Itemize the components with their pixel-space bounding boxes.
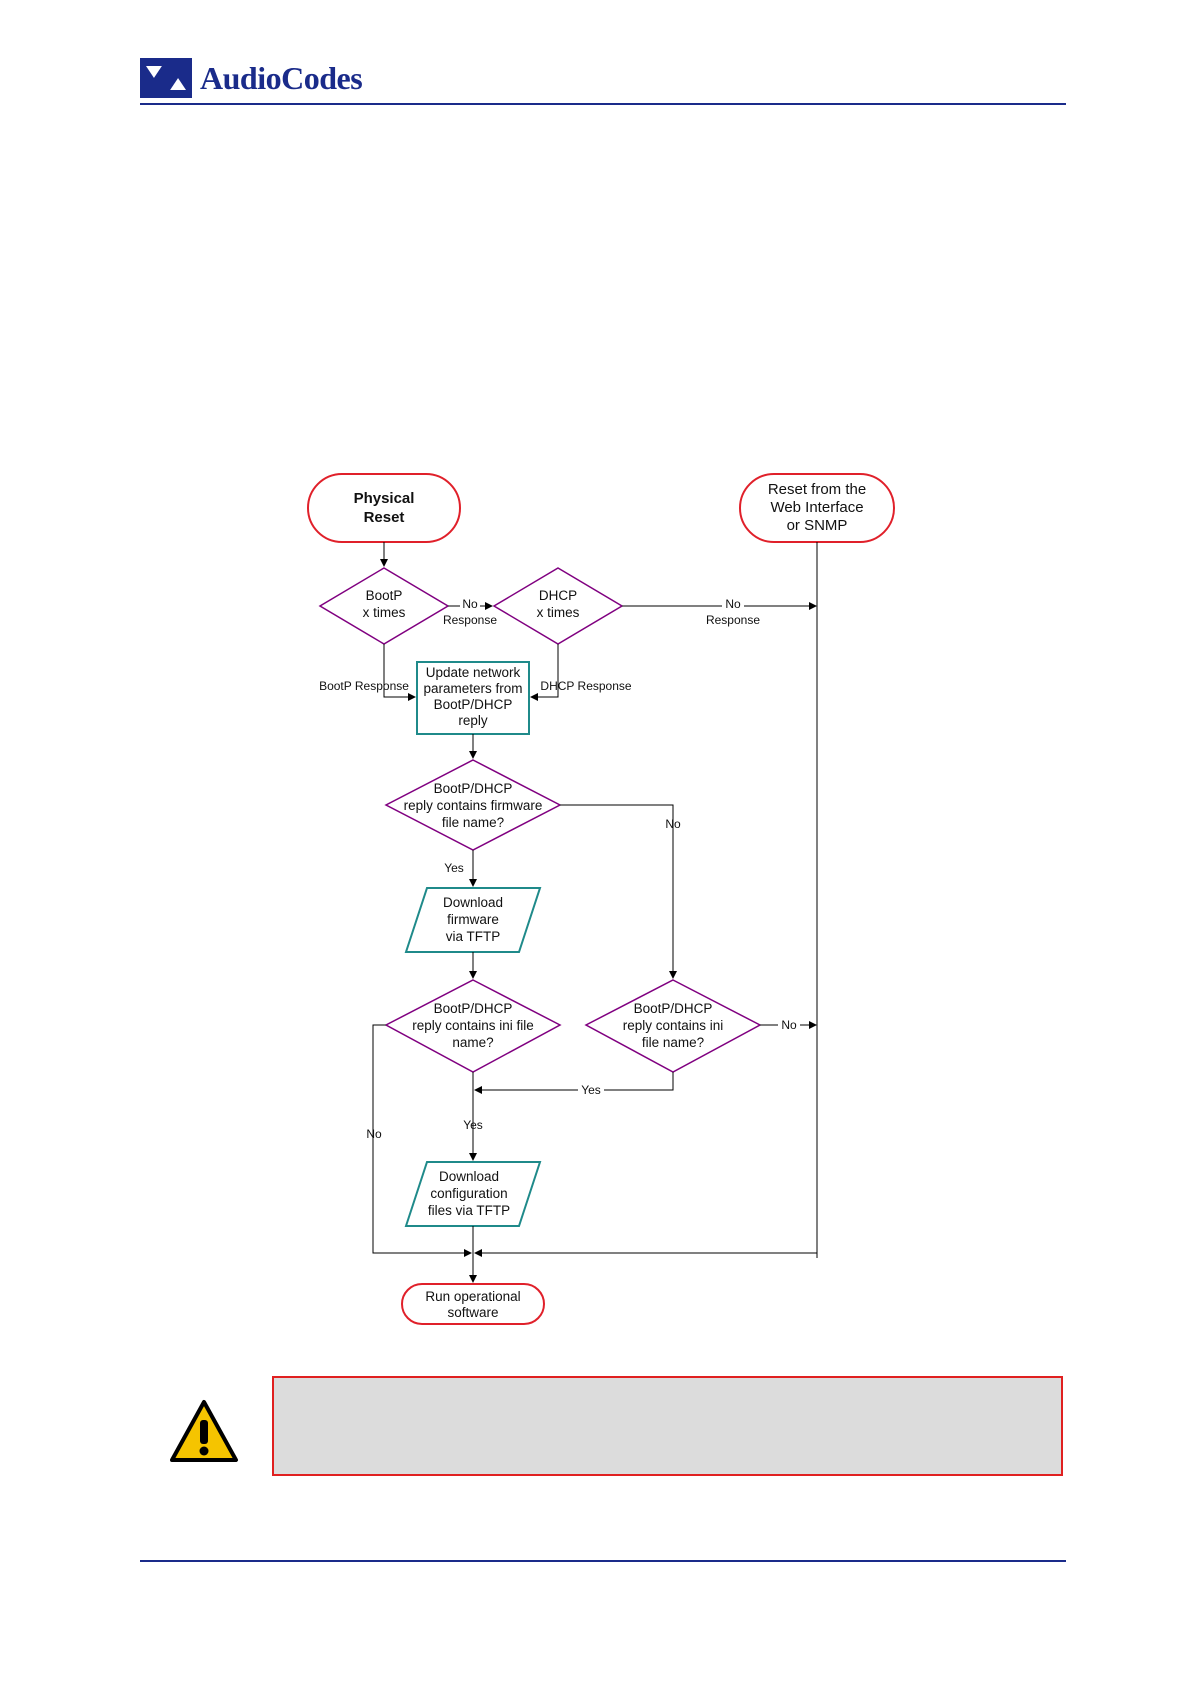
edge-ini-right-yes: [474, 1072, 674, 1094]
terminal-physical-reset: [307, 473, 461, 543]
io-download-firmware-line3: via TFTP: [446, 929, 501, 944]
io-download-config-line2: configuration: [430, 1186, 507, 1201]
edge-firmware-no: [560, 804, 677, 979]
label-dhcp-response-edge: DHCP Response: [540, 679, 631, 693]
terminal-run-line2: software: [447, 1305, 498, 1320]
decision-ini-left-line3: name?: [452, 1035, 493, 1050]
decision-firmware-line2: reply contains firmware: [404, 798, 543, 813]
label-ini-left-yes: Yes: [463, 1118, 483, 1132]
decision-ini-left-line2: reply contains ini file: [412, 1018, 534, 1033]
decision-firmware-line3: file name?: [442, 815, 504, 830]
label-dhcp-no: No: [725, 597, 741, 611]
process-update-line3: BootP/DHCP: [434, 697, 513, 712]
warning-icon: [170, 1400, 238, 1462]
terminal-run-line1: Run operational: [425, 1289, 520, 1304]
process-update-params: [416, 661, 530, 735]
terminal-physical-reset-line2: Reset: [364, 509, 405, 526]
io-download-config-line3: files via TFTP: [428, 1203, 510, 1218]
brand-name: AudioCodes: [200, 59, 363, 96]
audiocodes-logo: AudioCodes: [140, 56, 363, 100]
decision-firmware-line1: BootP/DHCP: [434, 781, 513, 796]
label-firmware-yes: Yes: [444, 861, 464, 875]
io-download-config: [404, 1161, 542, 1227]
label-ini-right-yes: Yes: [581, 1083, 601, 1097]
edge-web-to-run: [474, 1249, 818, 1258]
io-download-firmware: [404, 887, 542, 953]
terminal-web-reset-line3: or SNMP: [787, 517, 848, 534]
terminal-run-software: [401, 1283, 545, 1325]
audiocodes-logo-icon: [140, 58, 192, 98]
label-bootp-response: Response: [443, 613, 497, 627]
decision-bootp-line1: BootP: [366, 588, 403, 603]
header-rule: [140, 103, 1066, 105]
terminal-web-reset-line2: Web Interface: [770, 499, 863, 516]
process-update-line1: Update network: [426, 665, 521, 680]
decision-ini-left-line1: BootP/DHCP: [434, 1001, 513, 1016]
terminal-physical-reset-line1: Physical: [354, 490, 415, 507]
footer-rule: [140, 1560, 1066, 1562]
label-ini-right-no: No: [781, 1018, 797, 1032]
process-update-line4: reply: [458, 713, 488, 728]
edge-dhcp-response: [530, 644, 559, 701]
decision-dhcp-line1: DHCP: [539, 588, 577, 603]
io-download-firmware-line2: firmware: [447, 912, 499, 927]
label-dhcp-response: Response: [706, 613, 760, 627]
io-download-config-line1: Download: [439, 1169, 499, 1184]
label-bootp-no: No: [462, 597, 478, 611]
note-box: [272, 1376, 1063, 1476]
label-ini-left-no: No: [366, 1127, 382, 1141]
decision-dhcp-line2: x times: [537, 605, 580, 620]
decision-ini-right-line1: BootP/DHCP: [634, 1001, 713, 1016]
decision-ini-right-line2: reply contains ini: [623, 1018, 724, 1033]
label-firmware-no: No: [665, 817, 681, 831]
terminal-web-reset-line1: Reset from the: [768, 481, 866, 498]
edge-ini-left-no: [372, 1024, 472, 1257]
io-download-firmware-line1: Download: [443, 895, 503, 910]
label-bootp-response-edge: BootP Response: [319, 679, 409, 693]
process-update-line2: parameters from: [423, 681, 522, 696]
edge-bootp-response: [383, 644, 416, 701]
decision-ini-right-line3: file name?: [642, 1035, 704, 1050]
decision-bootp-line2: x times: [363, 605, 406, 620]
